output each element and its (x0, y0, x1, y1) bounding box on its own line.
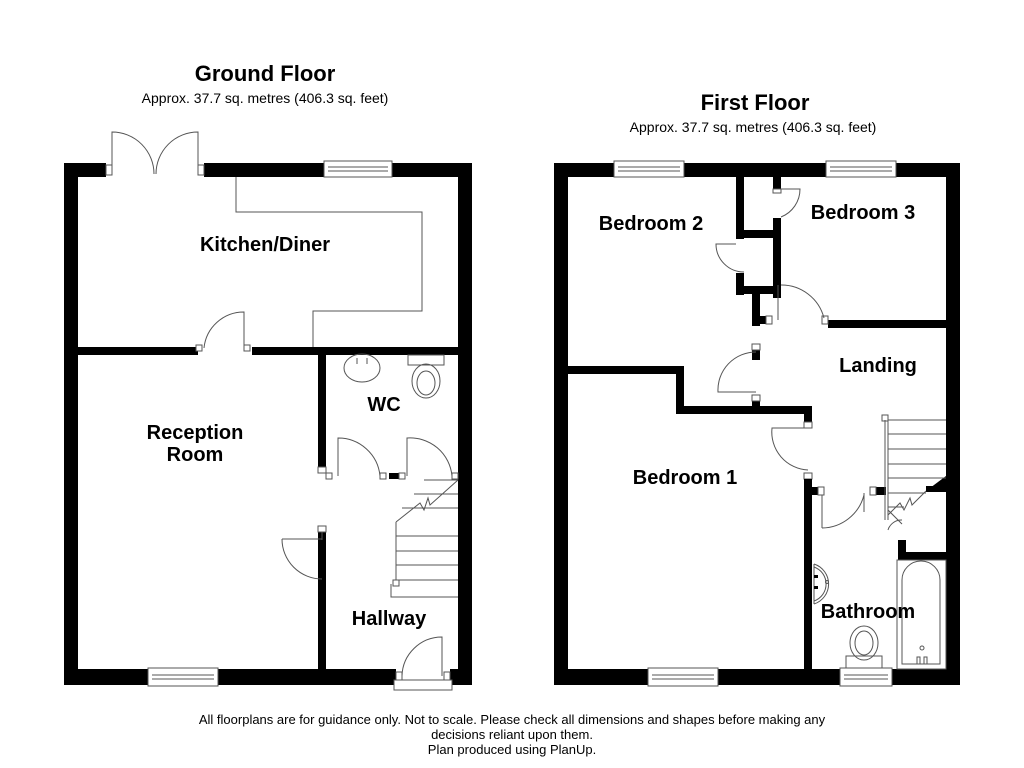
disclaimer: All floorplans are for guidance only. No… (0, 712, 1024, 757)
room-label-bathroom: Bathroom (820, 601, 916, 623)
room-label-kitchen-diner: Kitchen/Diner (199, 234, 331, 256)
first-floor-title: First Floor (700, 90, 810, 115)
ground-floor-plan (64, 131, 472, 691)
room-label-wc: WC (367, 394, 401, 416)
wall-bottom-left (64, 669, 148, 685)
first-floor-area: Approx. 37.7 sq. metres (406.3 sq. feet) (629, 119, 877, 135)
wall-reception-hall-upper (318, 355, 326, 473)
room-label-reception-room: Reception Room (120, 422, 270, 466)
room-label-bedroom-2: Bedroom 2 (598, 213, 704, 235)
room-label-landing: Landing (839, 355, 917, 377)
ff-wall-left (554, 163, 568, 685)
disclaimer-line2: decisions reliant upon them. (431, 727, 593, 742)
ground-floor-title: Ground Floor (194, 61, 336, 86)
wall-bottom-right (450, 669, 472, 685)
room-label-reception-line2: Room (166, 444, 224, 466)
wall-top-left (64, 163, 106, 177)
wall-kitchen-wc (252, 347, 458, 355)
room-label-bedroom-3: Bedroom 3 (810, 202, 916, 224)
wall-left (64, 163, 78, 685)
disclaimer-line1: All floorplans are for guidance only. No… (198, 712, 826, 727)
room-label-hallway: Hallway (351, 608, 427, 630)
room-label-reception-line1: Reception (146, 422, 244, 444)
wall-reception-hall-lower (318, 532, 326, 672)
first-floor-plan (554, 160, 960, 687)
room-label-bedroom-1: Bedroom 1 (632, 467, 738, 489)
wall-bottom-mid (218, 669, 396, 685)
wall-kitchen-reception (78, 347, 198, 355)
wall-right (458, 163, 472, 685)
disclaimer-line3: Plan produced using PlanUp. (427, 742, 597, 757)
wall-top-mid (204, 163, 324, 177)
ff-wall-right (946, 163, 960, 685)
ground-floor-area: Approx. 37.7 sq. metres (406.3 sq. feet) (141, 90, 389, 106)
wall-top-right (392, 163, 472, 177)
